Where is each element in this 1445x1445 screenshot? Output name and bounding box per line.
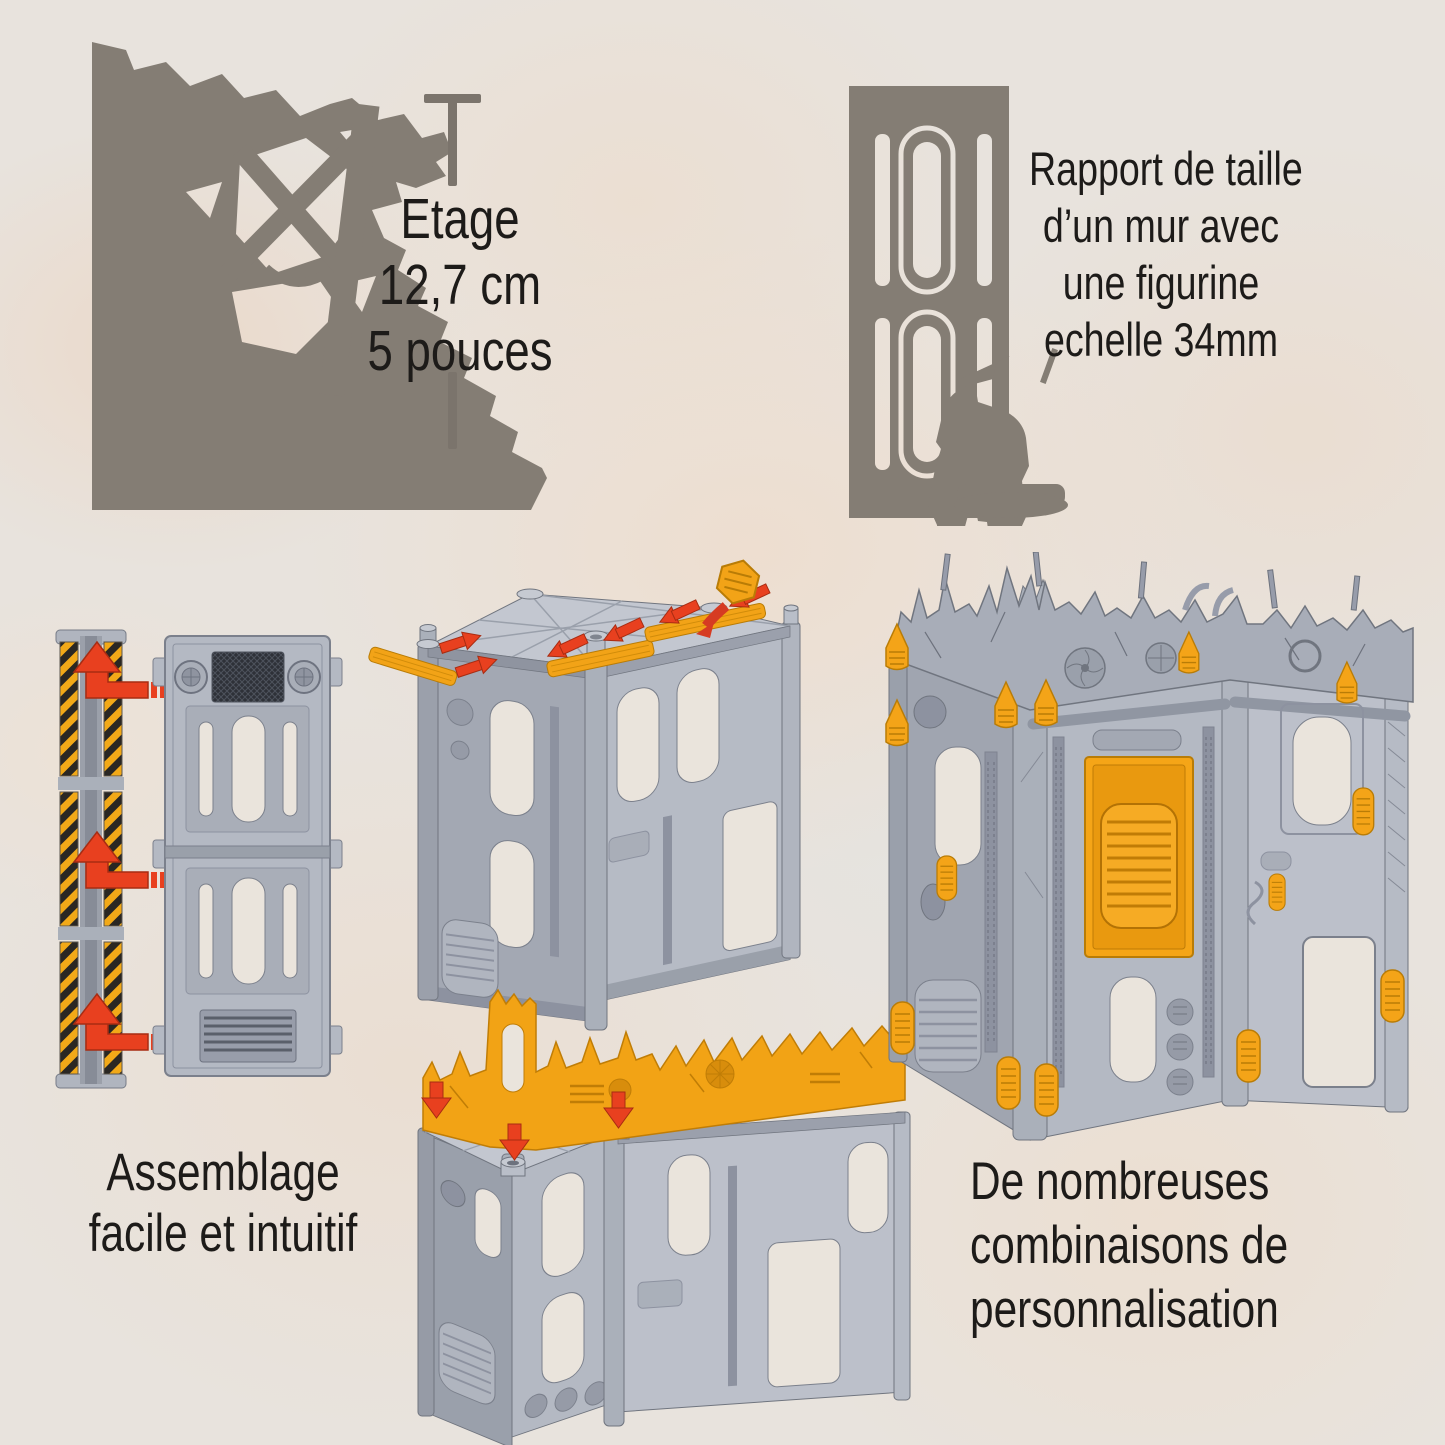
ruined-parapet-top	[894, 552, 1414, 711]
x-brace-silhouette	[220, 132, 368, 287]
corner-posts	[417, 604, 801, 1001]
orange-ruined-parapet	[422, 988, 906, 1151]
customization-caption: De nombreuses combinaisons de personnali…	[970, 1150, 1289, 1342]
building-with-roof-and-yellow-beams	[368, 559, 801, 1031]
turbine-fan	[1064, 639, 1322, 689]
yellow-beam	[368, 646, 458, 686]
roof-plate	[416, 588, 791, 680]
mesh-vent	[211, 651, 285, 703]
figurine-silhouette	[928, 348, 1068, 526]
pipe-run	[1027, 696, 1411, 730]
porthole	[174, 660, 208, 694]
caption-line: Etage	[400, 187, 520, 251]
ruined-corner-silhouette	[92, 42, 547, 510]
louver-vent	[199, 1009, 297, 1063]
caption-line: facile et intuitif	[88, 1204, 358, 1263]
rebar-spikes	[940, 552, 1361, 611]
orange-lamp	[696, 559, 761, 638]
caption-line: 5 pouces	[367, 319, 553, 383]
wall-panel-illustration	[152, 635, 343, 1077]
caption-line: 12,7 cm	[378, 253, 542, 317]
building-left-face	[427, 649, 596, 1023]
building-right-face	[594, 628, 791, 1003]
dimension-top-tick	[424, 94, 481, 103]
scale-caption: Rapport de taille d’un mur avec une figu…	[1029, 140, 1303, 368]
ribbed-canister	[441, 919, 499, 998]
orange-panel	[1084, 756, 1194, 958]
caption-line: echelle 34mm	[1043, 313, 1279, 366]
caption-line: combinaisons de	[970, 1216, 1289, 1275]
caption-line: une figurine	[1062, 256, 1260, 309]
caption-line: Rapport de taille	[1029, 142, 1303, 195]
window-section	[185, 867, 310, 995]
porthole	[287, 660, 321, 694]
building-with-orange-ruined-parapet	[417, 988, 911, 1445]
caption-line: d’un mur avec	[1042, 199, 1280, 252]
near-corner-post	[584, 657, 608, 1031]
dimension-top-stem	[448, 100, 457, 186]
hazard-clip-connector-and-wall-panel	[55, 629, 343, 1089]
right-face-details	[1246, 703, 1376, 1088]
building-body	[417, 1089, 911, 1445]
post-socket	[590, 634, 602, 640]
dimension-bottom-stem	[448, 372, 457, 449]
assembly-caption: Assemblage facile et intuitif	[87, 1142, 359, 1264]
post-silhouette	[319, 103, 380, 397]
yellow-beam	[546, 639, 655, 678]
vent-tracks	[984, 726, 1215, 1088]
ruined-building-with-orange-parts	[885, 552, 1414, 1141]
window-section	[185, 705, 310, 833]
caption-line: De nombreuses	[970, 1152, 1270, 1211]
caption-line: Assemblage	[106, 1143, 340, 1202]
caption-line: personnalisation	[970, 1280, 1279, 1339]
center-face-details	[1084, 729, 1194, 1096]
wall-and-figurine-silhouette	[843, 80, 1093, 526]
floor-height-caption: Etage 12,7 cm 5 pouces	[332, 186, 588, 384]
